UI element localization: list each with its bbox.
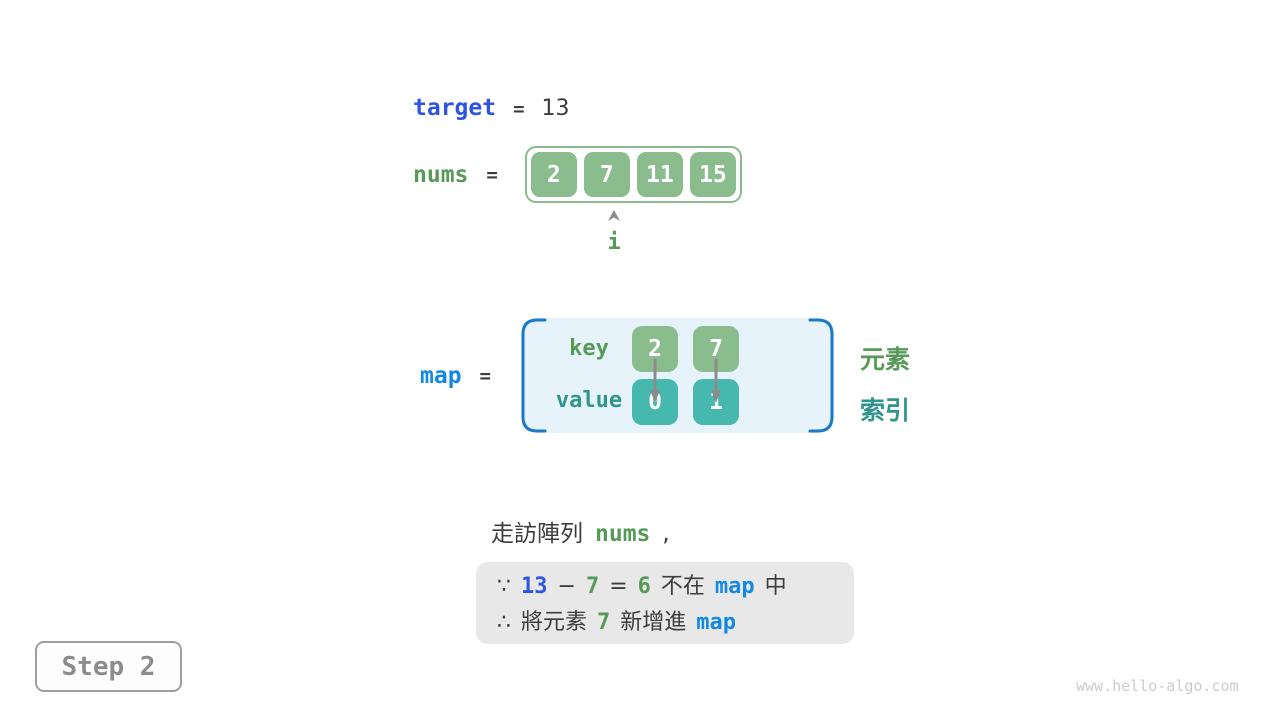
equals-sign: = — [486, 163, 498, 186]
equals-sign: = — [609, 574, 628, 599]
nums-variable: nums — [413, 161, 469, 188]
note-text: 中 — [764, 574, 787, 599]
array-cell: 11 — [636, 152, 683, 197]
caption-row: 走訪陣列 nums , — [491, 514, 670, 548]
index-pointer-icon — [608, 210, 620, 221]
note-text: 不在 — [660, 574, 705, 599]
key-to-value-arrow-icon — [650, 359, 660, 403]
legend-element: 元素 — [860, 345, 911, 374]
target-row: target = 13 — [413, 95, 570, 121]
left-bracket-icon — [521, 318, 547, 433]
target-value: 13 — [541, 96, 570, 121]
right-bracket-icon — [808, 318, 834, 433]
map-code-token: map — [696, 610, 737, 635]
nums-array: 2 7 11 15 — [524, 146, 742, 203]
minus-sign: − — [557, 574, 576, 599]
watermark: www.hello-algo.com — [1076, 677, 1239, 695]
map-label-row: map = — [420, 318, 491, 433]
because-symbol: ∵ — [497, 574, 511, 599]
array-cell: 2 — [530, 152, 577, 197]
note-box: ∵ 13 − 7 = 6 不在 map 中 ∴ 將元素 7 新增進 map — [476, 562, 854, 644]
current-number: 7 — [597, 610, 611, 635]
note-text: 將元素 — [521, 610, 588, 635]
note-text: 新增進 — [620, 610, 687, 635]
equals-sign: = — [479, 364, 491, 387]
value-row-label: value — [555, 388, 623, 413]
caption-punct: , — [662, 521, 670, 547]
key-to-value-arrow-icon — [711, 359, 721, 403]
caption-text: 走訪陣列 — [491, 521, 583, 547]
equals-sign: = — [513, 98, 525, 120]
map-variable: map — [420, 362, 462, 389]
array-cell: 15 — [689, 152, 736, 197]
note-line-1: ∵ 13 − 7 = 6 不在 map 中 — [497, 569, 854, 605]
legend-index: 索引 — [860, 396, 911, 425]
step-badge: Step 2 — [35, 641, 182, 692]
map-code-token: map — [714, 574, 755, 599]
map-key-cell: 7 — [693, 326, 739, 372]
caption-code: nums — [595, 521, 651, 547]
target-number: 13 — [521, 574, 548, 599]
current-number: 7 — [585, 574, 600, 599]
nums-row: nums = 2 7 11 15 — [413, 146, 742, 203]
index-pointer-label: i — [607, 230, 621, 255]
target-variable: target — [413, 95, 497, 121]
key-row-label: key — [569, 336, 609, 361]
map-container: key value 2 7 0 1 — [521, 318, 834, 433]
array-cell: 7 — [583, 152, 630, 197]
therefore-symbol: ∴ — [497, 610, 511, 635]
map-key-cell: 2 — [632, 326, 678, 372]
note-line-2: ∴ 將元素 7 新增進 map — [497, 605, 854, 641]
difference-number: 6 — [637, 574, 651, 599]
